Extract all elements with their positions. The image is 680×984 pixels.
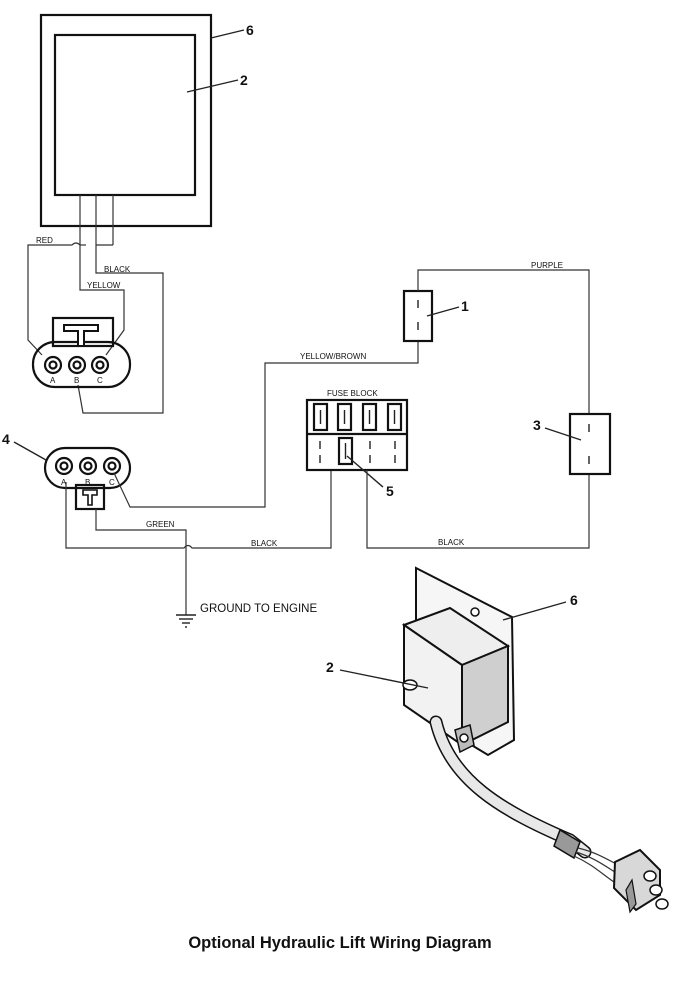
wire-yellow-brown: [113, 342, 419, 508]
ground-symbol: [176, 548, 196, 628]
wire-red: [27, 242, 86, 356]
callout-6-bottom: 6: [570, 592, 578, 608]
callout-2-bottom: 2: [326, 659, 334, 675]
wire-black-top: [77, 245, 164, 414]
wire-yellow: [79, 245, 125, 356]
pin-upper-b: B: [74, 376, 79, 385]
module-illustration: [401, 566, 669, 914]
label-yellow: YELLOW: [87, 281, 121, 290]
callout-4: 4: [2, 431, 10, 447]
pin-lower-a: A: [61, 478, 67, 487]
callout-5: 5: [386, 483, 394, 499]
pin-upper-a: A: [50, 376, 56, 385]
connector-lower: [43, 446, 132, 511]
connector-upper: [31, 316, 132, 389]
label-yellow-brown: YELLOW/BROWN: [300, 352, 366, 361]
diagram-caption: Optional Hydraulic Lift Wiring Diagram: [188, 934, 491, 952]
label-green: GREEN: [146, 520, 175, 529]
label-black-left: BLACK: [251, 539, 278, 548]
pin-lower-c: C: [109, 478, 115, 487]
label-purple: PURPLE: [531, 261, 563, 270]
label-red: RED: [36, 236, 53, 245]
wire-purple: [417, 269, 590, 414]
leader-6-bottom: [502, 601, 567, 621]
switch-3: [568, 412, 612, 476]
leader-2-bottom: [339, 669, 429, 689]
label-fuse-block: FUSE BLOCK: [327, 389, 378, 398]
callout-3: 3: [533, 417, 541, 433]
wire-black-right: [366, 470, 590, 549]
label-black-right: BLACK: [438, 538, 465, 547]
wire-green: [95, 509, 187, 548]
leader-5: [346, 455, 384, 488]
callout-1: 1: [461, 298, 469, 314]
leader-2-top: [186, 79, 239, 93]
module-plate-top: [39, 13, 213, 228]
wire-black-left: [65, 470, 332, 549]
callout-2-top: 2: [240, 72, 248, 88]
label-black-top: BLACK: [104, 265, 131, 274]
leader-3: [544, 427, 582, 441]
leader-1: [426, 306, 460, 317]
leader-6-top: [210, 29, 245, 39]
pin-upper-c: C: [97, 376, 103, 385]
leader-4: [13, 441, 47, 461]
pin-lower-b: B: [85, 478, 90, 487]
module-cable-top: [79, 195, 114, 246]
callout-6-top: 6: [246, 22, 254, 38]
fuse-block: [305, 398, 409, 472]
label-ground: GROUND TO ENGINE: [200, 603, 317, 615]
